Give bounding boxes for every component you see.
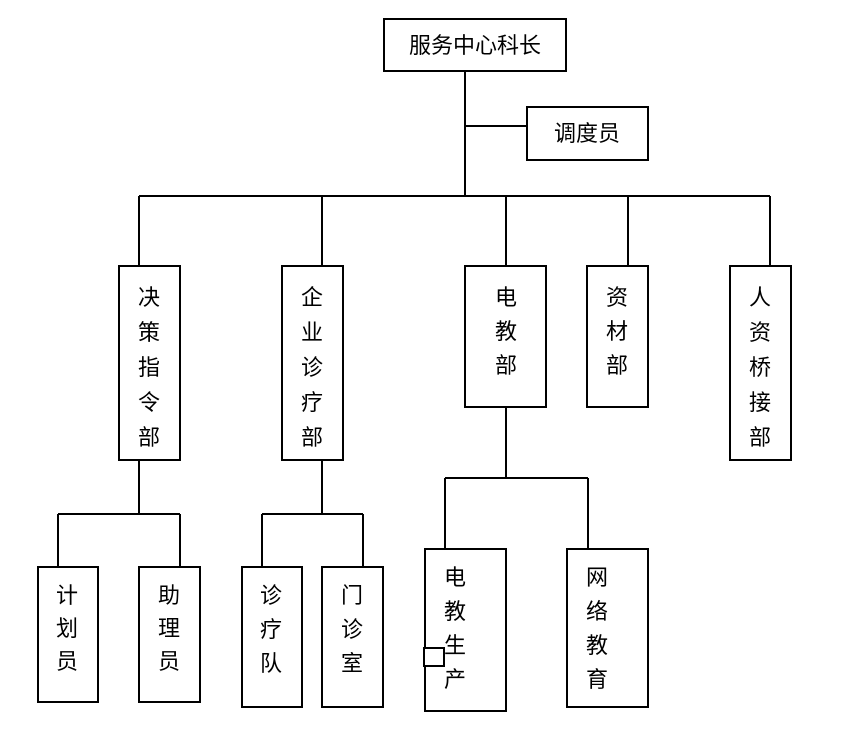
dept-node-1-label: 决策指令部 bbox=[138, 286, 160, 451]
sub-node-2b: 门诊室 bbox=[321, 566, 384, 708]
sub-node-1a: 计划员 bbox=[37, 566, 99, 703]
sub-node-2b-label: 门诊室 bbox=[341, 584, 363, 677]
sub-node-1b: 助理员 bbox=[138, 566, 201, 703]
sub-node-3a-marker bbox=[423, 647, 445, 667]
dept-node-1: 决策指令部 bbox=[118, 265, 181, 461]
sub-node-2a-label: 诊疗队 bbox=[260, 584, 282, 677]
dept-node-5-label: 人资桥接部 bbox=[749, 286, 771, 451]
root-node-label: 服务中心科长 bbox=[409, 34, 541, 59]
dept-node-3: 电教部 bbox=[464, 265, 547, 408]
sub-node-3b: 网络教育 bbox=[566, 548, 649, 708]
sub-node-2a: 诊疗队 bbox=[241, 566, 303, 708]
sub-node-3a: 电教生产 bbox=[423, 548, 507, 712]
connectors bbox=[57, 71, 771, 567]
dept-node-2: 企业诊疗部 bbox=[281, 265, 344, 461]
sub-node-1a-label: 计划员 bbox=[56, 584, 78, 675]
dept-node-3-label: 电教部 bbox=[495, 286, 517, 379]
staff-node: 调度员 bbox=[526, 106, 649, 161]
root-node: 服务中心科长 bbox=[383, 18, 567, 72]
dept-node-5: 人资桥接部 bbox=[729, 265, 792, 461]
sub-node-3b-label: 网络教育 bbox=[586, 566, 608, 693]
dept-node-4: 资材部 bbox=[586, 265, 649, 408]
staff-node-label: 调度员 bbox=[554, 122, 620, 147]
dept-node-4-label: 资材部 bbox=[606, 286, 628, 379]
sub-node-1b-label: 助理员 bbox=[158, 584, 180, 675]
dept-node-2-label: 企业诊疗部 bbox=[301, 286, 323, 451]
sub-node-3a-label: 电教生产 bbox=[444, 566, 466, 693]
